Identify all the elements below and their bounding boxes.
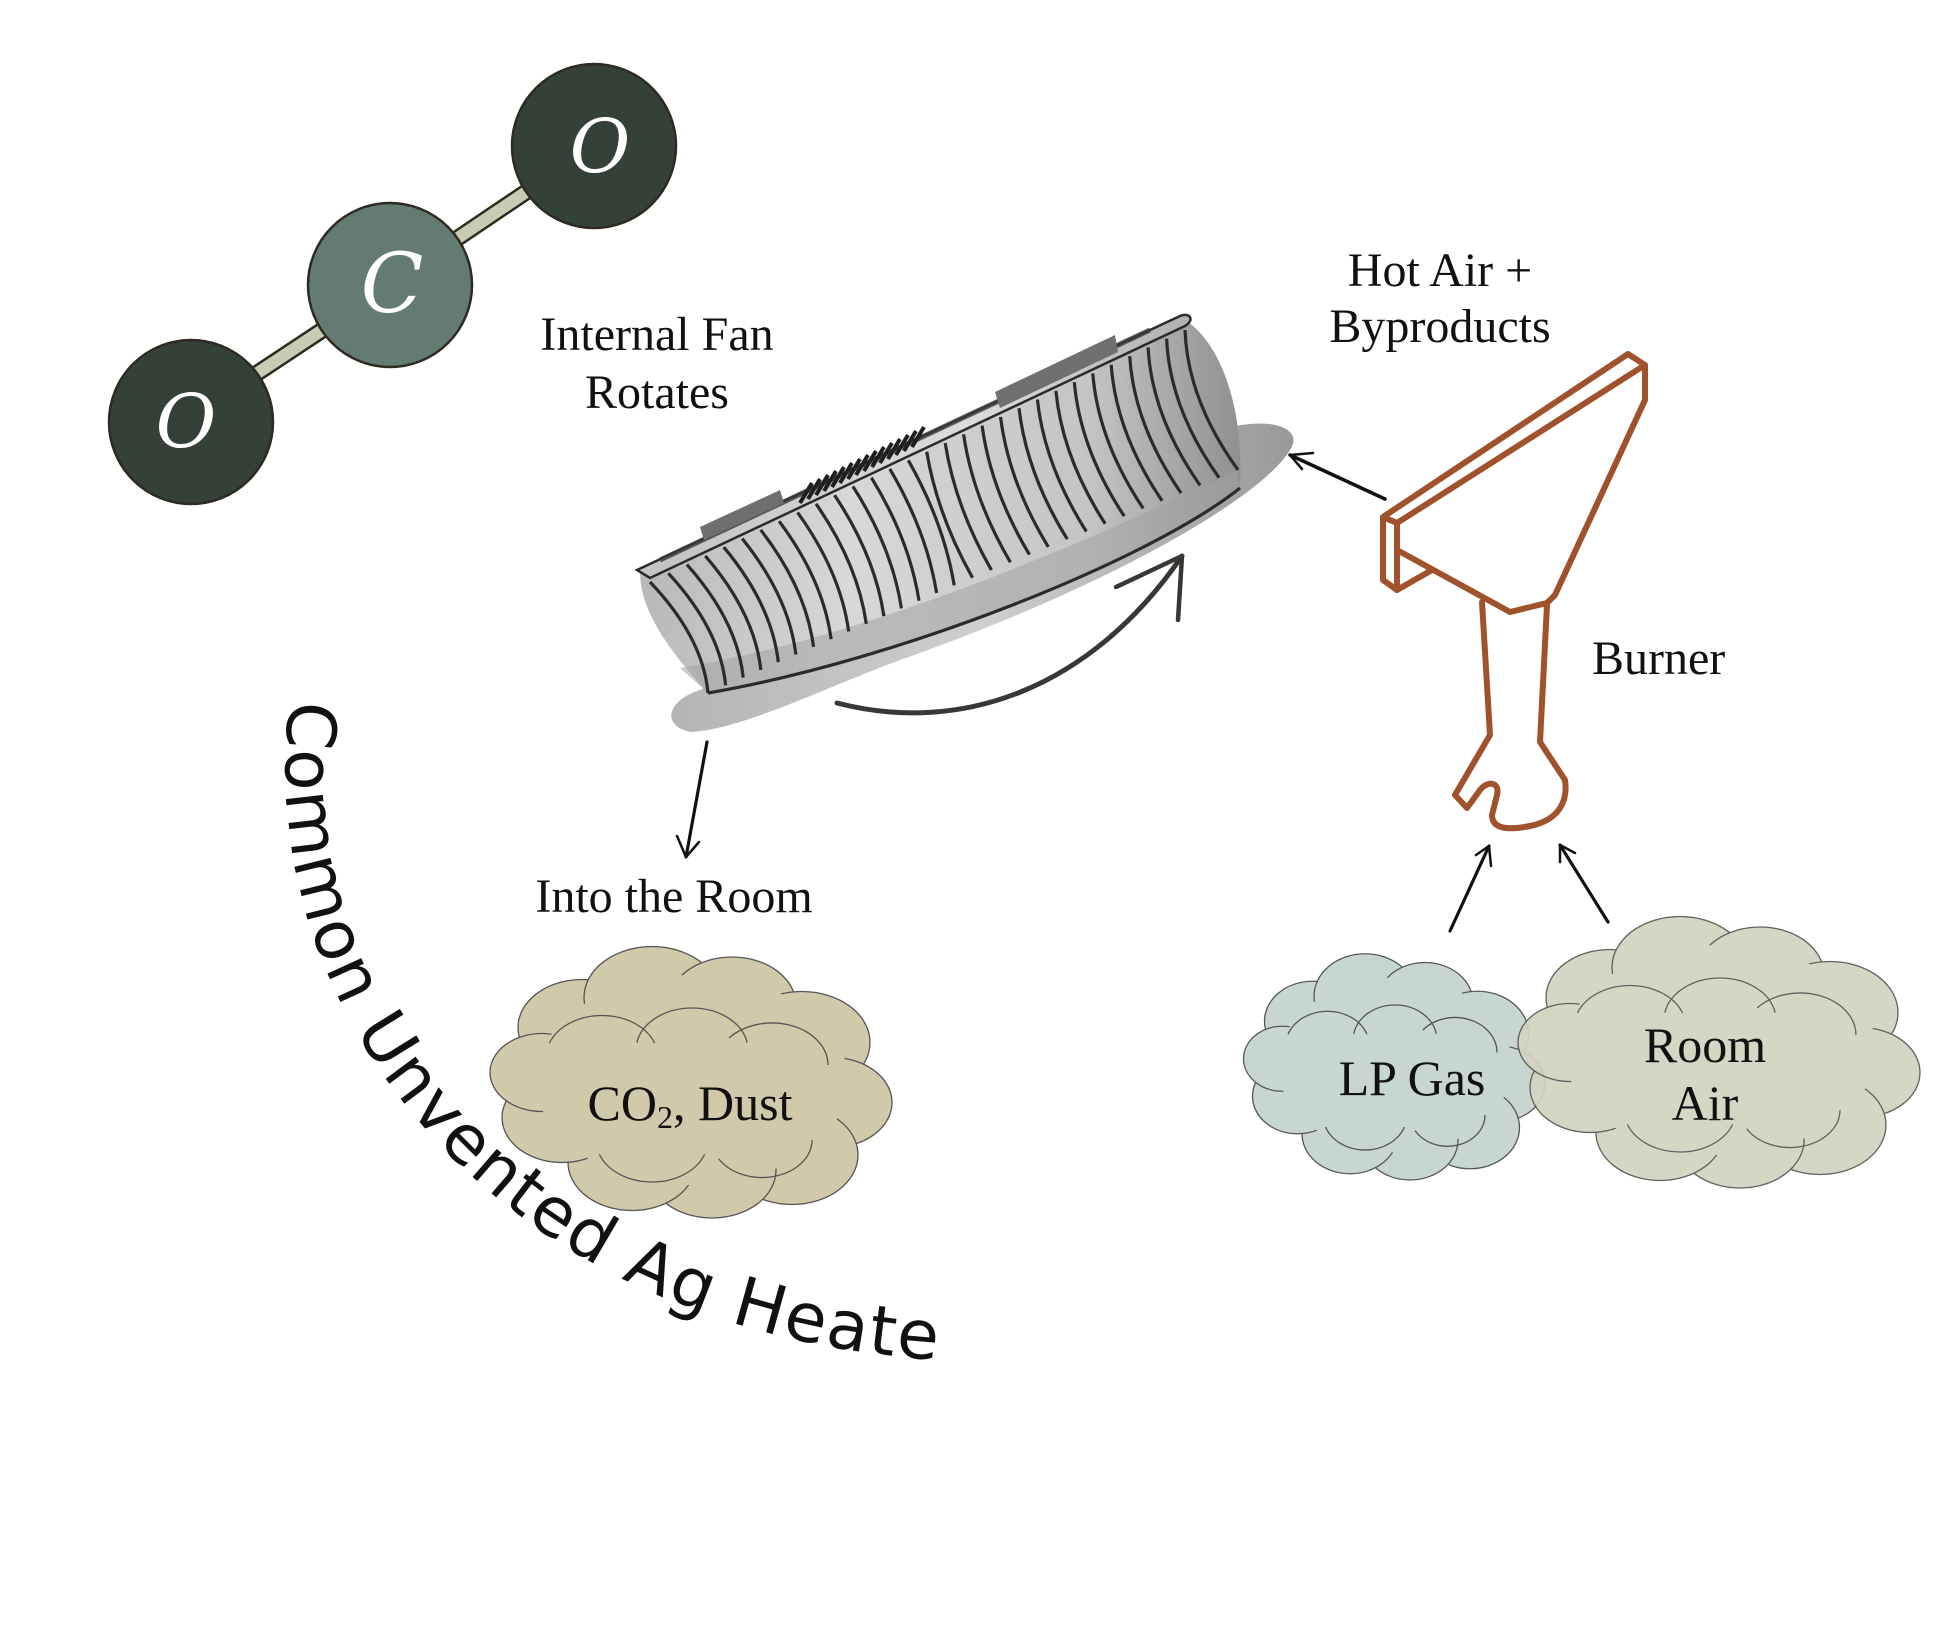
fan-fin [870,476,921,601]
room-air-arrow-icon [1558,843,1610,924]
fan-fin [1072,381,1126,517]
cloud-arc [1324,1126,1406,1151]
lp-gas-arrow-icon [1448,844,1493,933]
output-cloud-label: CO2, Dust [588,1075,793,1135]
lp-gas-cloud [1242,953,1546,1181]
fan-fin [980,425,1031,556]
fan-fin [1165,338,1221,479]
fan-fin [796,511,851,632]
cloud-arc [636,1007,748,1043]
fan-fin [685,563,745,678]
fan-fin [833,494,886,617]
fan-fin [648,580,710,694]
fan-fin [759,528,816,648]
fan-fin [906,459,956,586]
atom-symbol: O [570,104,631,190]
cloud-arc [718,1139,813,1179]
lp-gas-label: LP Gas [1339,1050,1486,1106]
fan-bottom-rim [707,486,1241,695]
fan-label-line2: Rotates [585,366,729,419]
into-room-arrow-icon [675,740,709,859]
co2-subscript: 2 [657,1099,673,1135]
fan-fin [925,451,974,579]
room-air-label-line1: Room [1644,1017,1766,1073]
fan-fin [962,434,1012,564]
cloud-arc [548,1014,656,1044]
hot-air-label-line2: Byproducts [1329,300,1550,353]
co2-molecule: O C O [107,62,678,506]
into-room-label: Into the Room [535,870,812,923]
fan-fin [1017,408,1069,541]
fan-heater-icon [634,313,1294,732]
room-air-label-line2: Air [1672,1075,1739,1131]
hot-air-label-line1: Hot Air + [1348,244,1532,297]
co2-text: CO [588,1075,657,1131]
cloud-arc [1746,1109,1841,1149]
fan-fin [943,442,993,571]
rotation-arrow-icon [834,553,1185,716]
cloud-arc [1664,977,1776,1013]
room-air-cloud [1517,915,1921,1189]
fan-fin [667,572,728,686]
fan-fin [722,546,780,663]
fan-fin [814,502,868,625]
dust-text: , Dust [673,1075,793,1131]
fan-fin [704,554,763,671]
carbon-atom: C [306,201,474,369]
fan-fin [1091,373,1145,510]
cloud-arc [728,1022,829,1066]
cloud-arc [598,1154,706,1183]
cloud-arc [1287,1010,1368,1035]
cloud-fill [1564,945,1876,1155]
cloud-fill [536,975,848,1185]
fan-fin [1183,329,1240,471]
fan-fin [740,537,798,655]
cloud-arc [1756,992,1857,1036]
hot-air-arrow-icon [1288,451,1387,501]
fan-fin [1109,364,1164,502]
fan-fin [888,468,939,594]
oxygen-atom: O [107,338,275,506]
cloud-arc [1353,1004,1437,1035]
atom-symbol: O [156,379,217,465]
cloud-arc [1414,1114,1486,1147]
atom-symbol: C [361,237,424,332]
output-cloud [489,945,893,1219]
oxygen-atom: O [510,62,678,230]
fan-fin [1146,347,1202,487]
cloud-arc [1422,1016,1498,1053]
fan-fin [777,520,833,640]
molecule-bond [446,182,538,248]
cloud-arc [1626,1124,1734,1153]
fan-fin [998,416,1050,548]
molecule-bond [244,319,336,384]
fan-fin [1035,399,1088,533]
burner-icon [1380,351,1648,832]
cloud-arc [1576,984,1684,1014]
burner-label: Burner [1592,632,1725,685]
top-vent [700,335,1118,540]
fan-fins [648,329,1241,695]
fan-fin [1128,356,1183,495]
fan-label-line1: Internal Fan [540,308,773,361]
fan-fin [851,485,903,609]
cloud-fill [1278,977,1512,1153]
fan-fin [1054,390,1107,525]
